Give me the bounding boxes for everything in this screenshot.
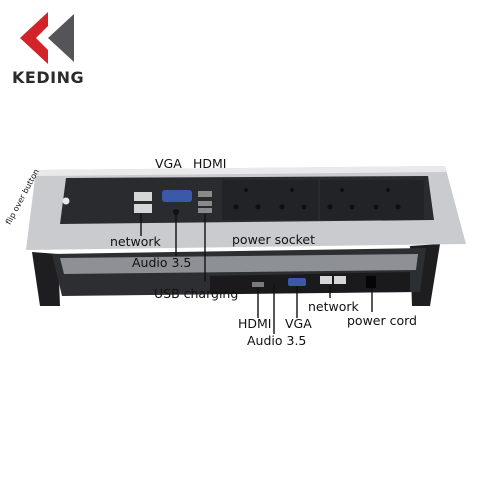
audio-bottom-label: Audio 3.5	[247, 333, 307, 348]
network-bottom-label: network	[308, 299, 359, 314]
hdmi-bottom-label: HDMI	[238, 316, 272, 331]
power-socket-label: power socket	[232, 232, 316, 247]
power-cord-label: power cord	[347, 313, 417, 328]
brand-name: KEDING	[12, 68, 85, 87]
vga-bottom-label: VGA	[285, 316, 312, 331]
hdmi-top-label: HDMI	[193, 156, 227, 171]
audio-top-label: Audio 3.5	[132, 255, 192, 270]
double-chevron-left-logo-icon	[20, 12, 74, 64]
vga-top-label: VGA	[155, 156, 182, 171]
network-top-label: network	[110, 234, 161, 249]
usb-charging-label: USB charging	[154, 286, 239, 301]
